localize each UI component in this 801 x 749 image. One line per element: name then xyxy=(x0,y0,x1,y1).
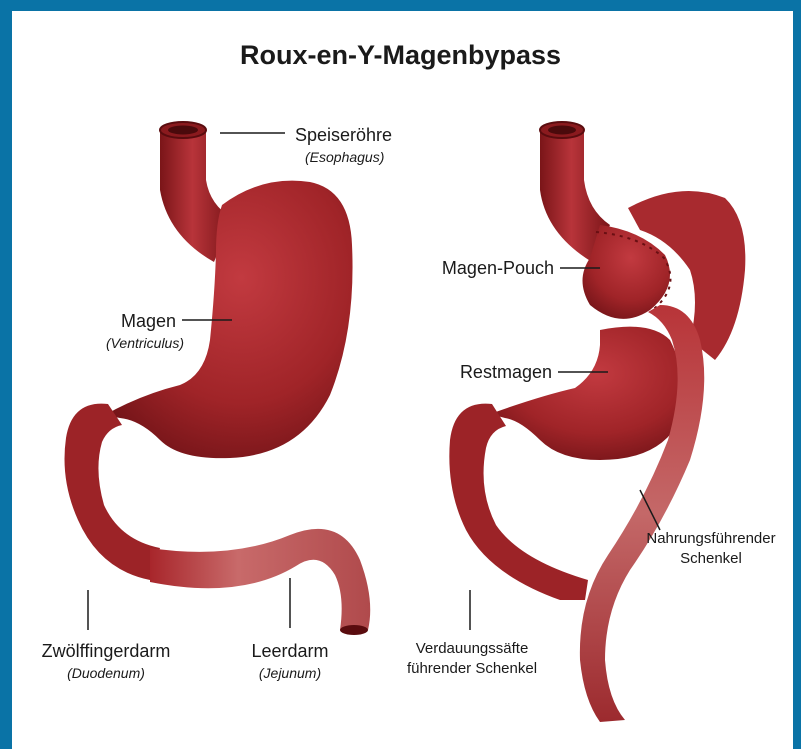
label-stomach-latin: (Ventriculus) xyxy=(56,334,184,352)
label-stomach: Magen xyxy=(72,310,176,332)
label-esophagus-latin: (Esophagus) xyxy=(305,148,384,166)
duodenum-shape xyxy=(65,404,161,580)
label-biliary-limb-2: führender Schenkel xyxy=(384,660,560,678)
label-duodenum: Zwölffingerdarm xyxy=(16,640,196,662)
normal-stomach-group xyxy=(65,122,371,635)
jejunum-shape xyxy=(150,529,370,630)
label-jejunum-latin: (Jejunum) xyxy=(230,664,350,682)
label-alimentary-limb-1: Nahrungsführender xyxy=(628,530,794,548)
label-alimentary-limb-2: Schenkel xyxy=(628,550,794,568)
label-biliary-limb-1: Verdauungssäfte xyxy=(384,640,560,658)
label-jejunum: Leerdarm xyxy=(230,640,350,662)
label-gastric-pouch: Magen-Pouch xyxy=(400,257,554,279)
label-remnant-stomach: Restmagen xyxy=(420,361,552,383)
bypass-group xyxy=(449,122,745,722)
remnant-stomach-shape xyxy=(490,327,683,460)
label-duodenum-latin: (Duodenum) xyxy=(16,664,196,682)
label-esophagus: Speiseröhre xyxy=(295,124,392,146)
